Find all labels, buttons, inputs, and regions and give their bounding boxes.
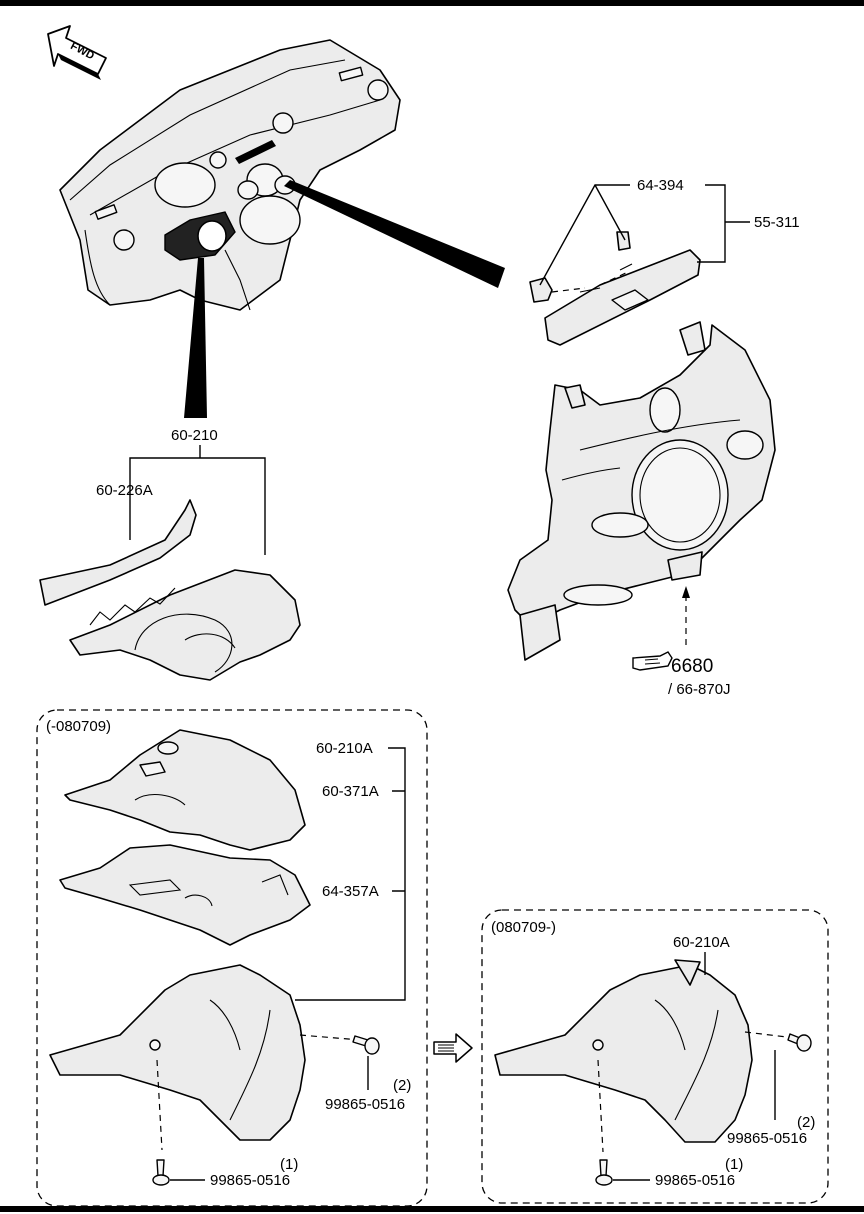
label-66-870J: / 66-870J xyxy=(668,681,731,698)
leader-wedge-cover xyxy=(284,180,505,288)
screw-axis-left-1 xyxy=(156,1059,163,1151)
screw-icon-right-2 xyxy=(787,1033,812,1052)
meter-hood-assembly xyxy=(529,231,701,346)
screw-icon-left-1 xyxy=(152,1159,170,1186)
leader-left-60-210A xyxy=(295,747,406,1001)
leader-wedge-column xyxy=(184,258,207,418)
label-6680: 6680 xyxy=(671,656,713,677)
variant-box-after xyxy=(481,909,829,1204)
leader-64-394 xyxy=(539,184,726,286)
right-arrow-icon xyxy=(433,1033,473,1063)
label-left-qty1: (1) xyxy=(280,1156,298,1173)
under-cover-parts-before xyxy=(49,729,311,1141)
label-right-qty2: (2) xyxy=(797,1114,815,1131)
label-right-screw1: 99865-0516 xyxy=(655,1172,735,1189)
dashboard-illustration xyxy=(59,39,401,311)
label-55-311: 55-311 xyxy=(754,214,800,231)
screw-axis-right-1 xyxy=(597,1059,604,1153)
label-60-210: 60-210 xyxy=(171,427,218,444)
label-right-screw2: 99865-0516 xyxy=(727,1130,807,1147)
label-left-64-357A: 64-357A xyxy=(322,883,379,900)
screw-icon-left-2 xyxy=(352,1035,380,1055)
screw-axis-left-2 xyxy=(299,1034,361,1041)
label-left-60-371A: 60-371A xyxy=(322,783,379,800)
leader-6680-head xyxy=(682,586,690,598)
screw-icon-right-1 xyxy=(595,1159,613,1186)
pointing-hand-icon xyxy=(632,651,673,671)
label-left-screw2: 99865-0516 xyxy=(325,1096,405,1113)
screw-axis-right-2 xyxy=(744,1031,796,1039)
column-cover-assembly xyxy=(39,499,301,681)
label-left-60-210A: 60-210A xyxy=(316,740,373,757)
leader-60-210 xyxy=(129,445,266,555)
label-left-screw1: 99865-0516 xyxy=(210,1172,290,1189)
top-border xyxy=(0,0,864,6)
instrument-panel-cover xyxy=(507,321,776,661)
variant-box-before xyxy=(36,709,428,1207)
label-right-60-210A: 60-210A xyxy=(673,934,730,951)
bottom-border xyxy=(0,1206,864,1212)
label-left-qty2: (2) xyxy=(393,1077,411,1094)
under-cover-part-after xyxy=(494,959,753,1143)
box-before-title: (-080709) xyxy=(46,718,111,735)
label-64-394: 64-394 xyxy=(637,177,684,194)
label-right-qty1: (1) xyxy=(725,1156,743,1173)
label-60-226A: 60-226A xyxy=(96,482,153,499)
box-after-title: (080709-) xyxy=(491,919,556,936)
fwd-arrow-icon: FWD xyxy=(47,25,107,80)
